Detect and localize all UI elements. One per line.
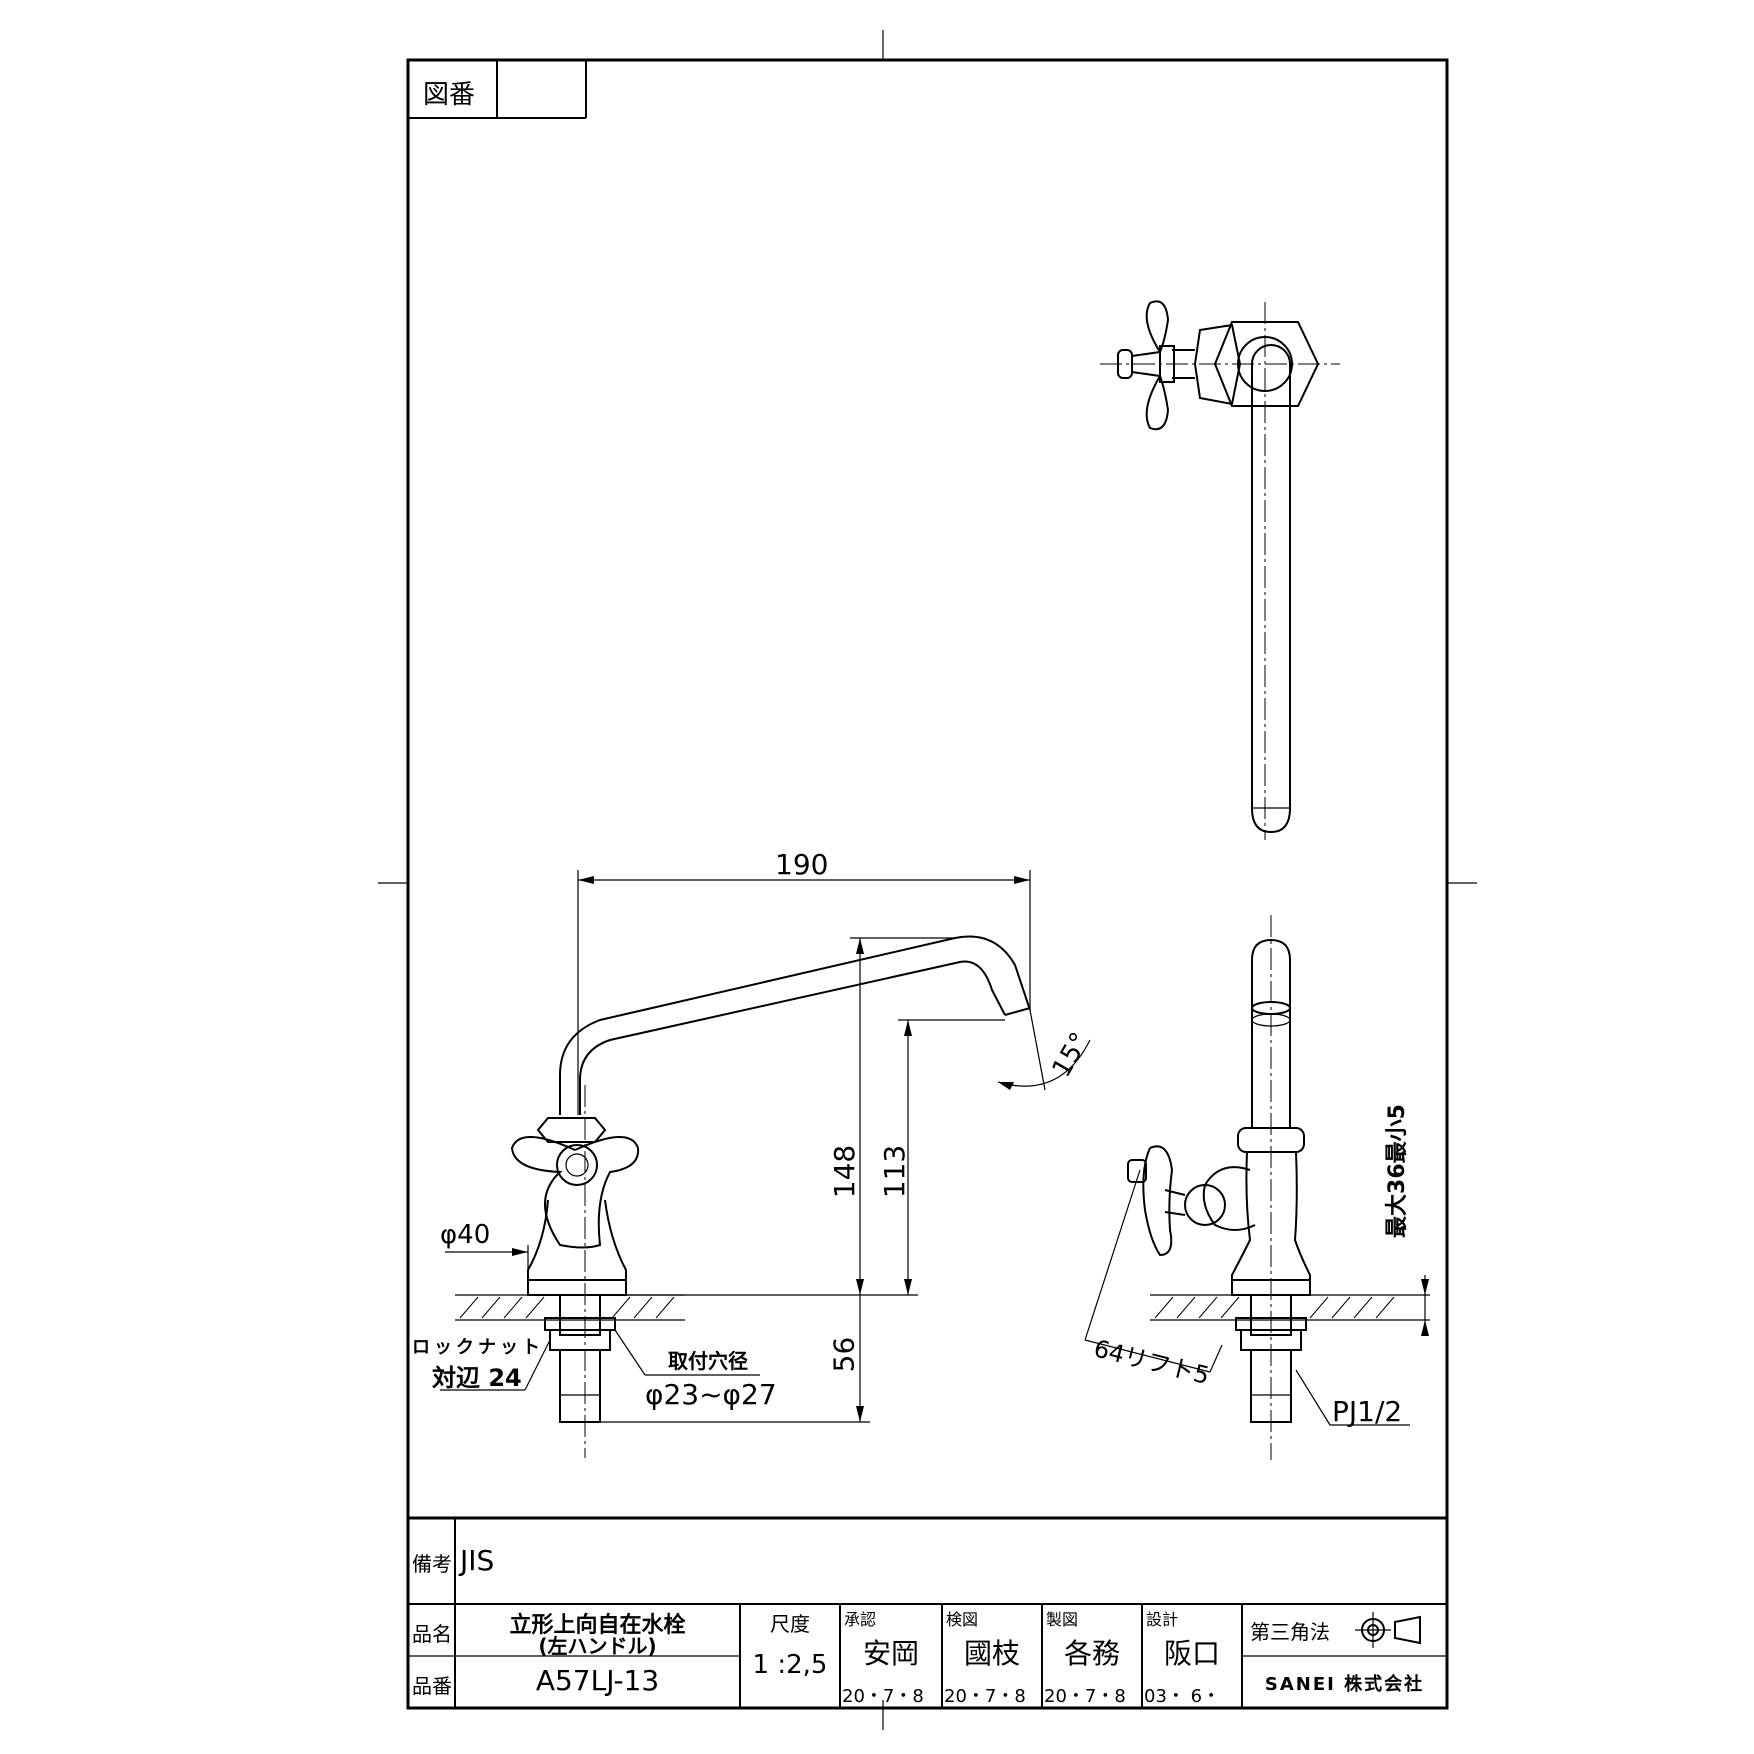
- title-block: [408, 1516, 1447, 1708]
- approved-date: 20・7・8: [842, 1686, 924, 1707]
- product-name-line1: 立形上向自在水栓: [509, 1613, 686, 1638]
- name-label: 品名: [412, 1622, 452, 1646]
- dim-handle-dia: φ40: [440, 1220, 491, 1250]
- front-view: [510, 935, 1031, 1458]
- checked-name: 國枝: [963, 1637, 1020, 1670]
- dim-below-counter: 56: [827, 1336, 861, 1373]
- sheet-border: [406, 58, 1449, 1710]
- remarks-label: 備考: [412, 1552, 452, 1576]
- checked-date: 20・7・8: [944, 1686, 1026, 1707]
- dim-locknut-size: 対辺 24: [432, 1364, 522, 1392]
- front-dimensions: [440, 870, 1091, 1423]
- counter-hatch-right: [1150, 1294, 1430, 1321]
- dim-mount-hole-label: 取付穴径: [668, 1349, 748, 1373]
- drawn-label: 製図: [1046, 1610, 1079, 1629]
- dim-overall-height: 148: [828, 1144, 862, 1199]
- checked-label: 検図: [946, 1610, 979, 1629]
- side-dimensions: [1084, 1169, 1429, 1426]
- drawn-date: 20・7・8: [1044, 1686, 1126, 1707]
- approved-name: 安岡: [862, 1637, 919, 1670]
- dim-spout-reach: 190: [775, 848, 829, 881]
- design-label: 設計: [1146, 1610, 1179, 1629]
- dim-mount-hole-range: φ23~φ27: [645, 1378, 777, 1411]
- approved-label: 承認: [844, 1610, 877, 1629]
- dim-locknut-label: ロックナット: [412, 1337, 544, 1358]
- design-name: 阪口: [1163, 1637, 1220, 1670]
- centering-marks: [378, 30, 1477, 1730]
- dim-thread: PJ1/2: [1332, 1395, 1403, 1428]
- top-view: [1100, 300, 1340, 840]
- dim-spout-height: 113: [878, 1144, 912, 1199]
- design-date: 03・ 6・: [1144, 1686, 1221, 1707]
- drawn-name: 各務: [1063, 1637, 1120, 1670]
- drawing-number-label: 図番: [423, 80, 476, 110]
- company-name: SANEI 株式会社: [1264, 1674, 1425, 1695]
- scale-value: 1 :2,5: [752, 1650, 828, 1680]
- side-view: [1127, 915, 1311, 1460]
- remarks-value: JIS: [460, 1544, 495, 1577]
- dim-counter-thickness: 最大36最小5: [1384, 1104, 1410, 1238]
- number-label: 品番: [412, 1674, 452, 1698]
- projection-label: 第三角法: [1250, 1620, 1330, 1644]
- scale-label: 尺度: [770, 1612, 810, 1636]
- counter-hatch-left: [455, 1294, 685, 1321]
- product-number: A57LJ-13: [535, 1664, 660, 1697]
- product-name-line2: (左ハンドル): [538, 1634, 657, 1658]
- drawing-number-box: [408, 60, 587, 119]
